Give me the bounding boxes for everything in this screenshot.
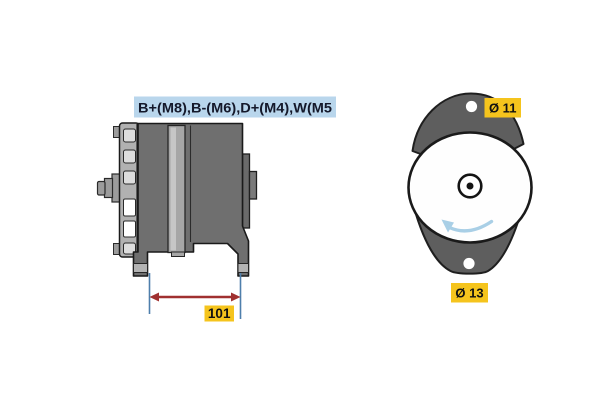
rear-cover-vent xyxy=(123,198,136,217)
dimension-value-bg xyxy=(204,305,234,322)
rear-cover-vent xyxy=(123,128,136,143)
dimension-101: 101 xyxy=(148,273,242,322)
dimension-arrowhead-left xyxy=(149,292,159,302)
terminal-label-bg xyxy=(134,96,336,118)
stator-band-highlight xyxy=(170,127,176,251)
hole-label-bottom-bg xyxy=(451,283,488,303)
hole-label-top-text: Ø 11 xyxy=(489,101,516,116)
shaft-center-dot xyxy=(466,182,474,190)
hole-label-bottom-text: Ø 13 xyxy=(455,286,483,301)
terminal-label-text: B+(M8),B-(M6),D+(M4),W(M5 xyxy=(138,99,332,115)
mounting-hole-top xyxy=(465,100,478,113)
shaft-step xyxy=(103,177,114,199)
hole-label-bottom: Ø 13 xyxy=(451,283,488,303)
mounting-hole-bottom xyxy=(463,257,475,270)
foot-bushing-right xyxy=(237,263,249,273)
terminal-label: B+(M8),B-(M6),D+(M4),W(M5 xyxy=(134,96,336,118)
rear-cover-vent xyxy=(123,149,136,164)
front-view xyxy=(407,92,533,275)
rotation-direction-arrow xyxy=(447,219,494,233)
front-plate xyxy=(241,153,251,229)
foot-bushing-left xyxy=(133,263,148,273)
stator-band-tab xyxy=(171,251,185,257)
front-knob xyxy=(248,170,258,200)
hole-label-top-bg xyxy=(484,98,521,118)
dimension-arrowhead-right xyxy=(231,292,241,302)
shaft-end xyxy=(96,180,106,196)
rear-cover-vent xyxy=(123,242,136,255)
rear-cover-vent xyxy=(123,220,136,238)
rear-cover-vent xyxy=(123,170,136,185)
rotation-arrowhead xyxy=(441,219,454,233)
side-view xyxy=(96,122,258,277)
hole-label-top: Ø 11 xyxy=(484,98,521,118)
dimension-value-text: 101 xyxy=(208,306,231,321)
